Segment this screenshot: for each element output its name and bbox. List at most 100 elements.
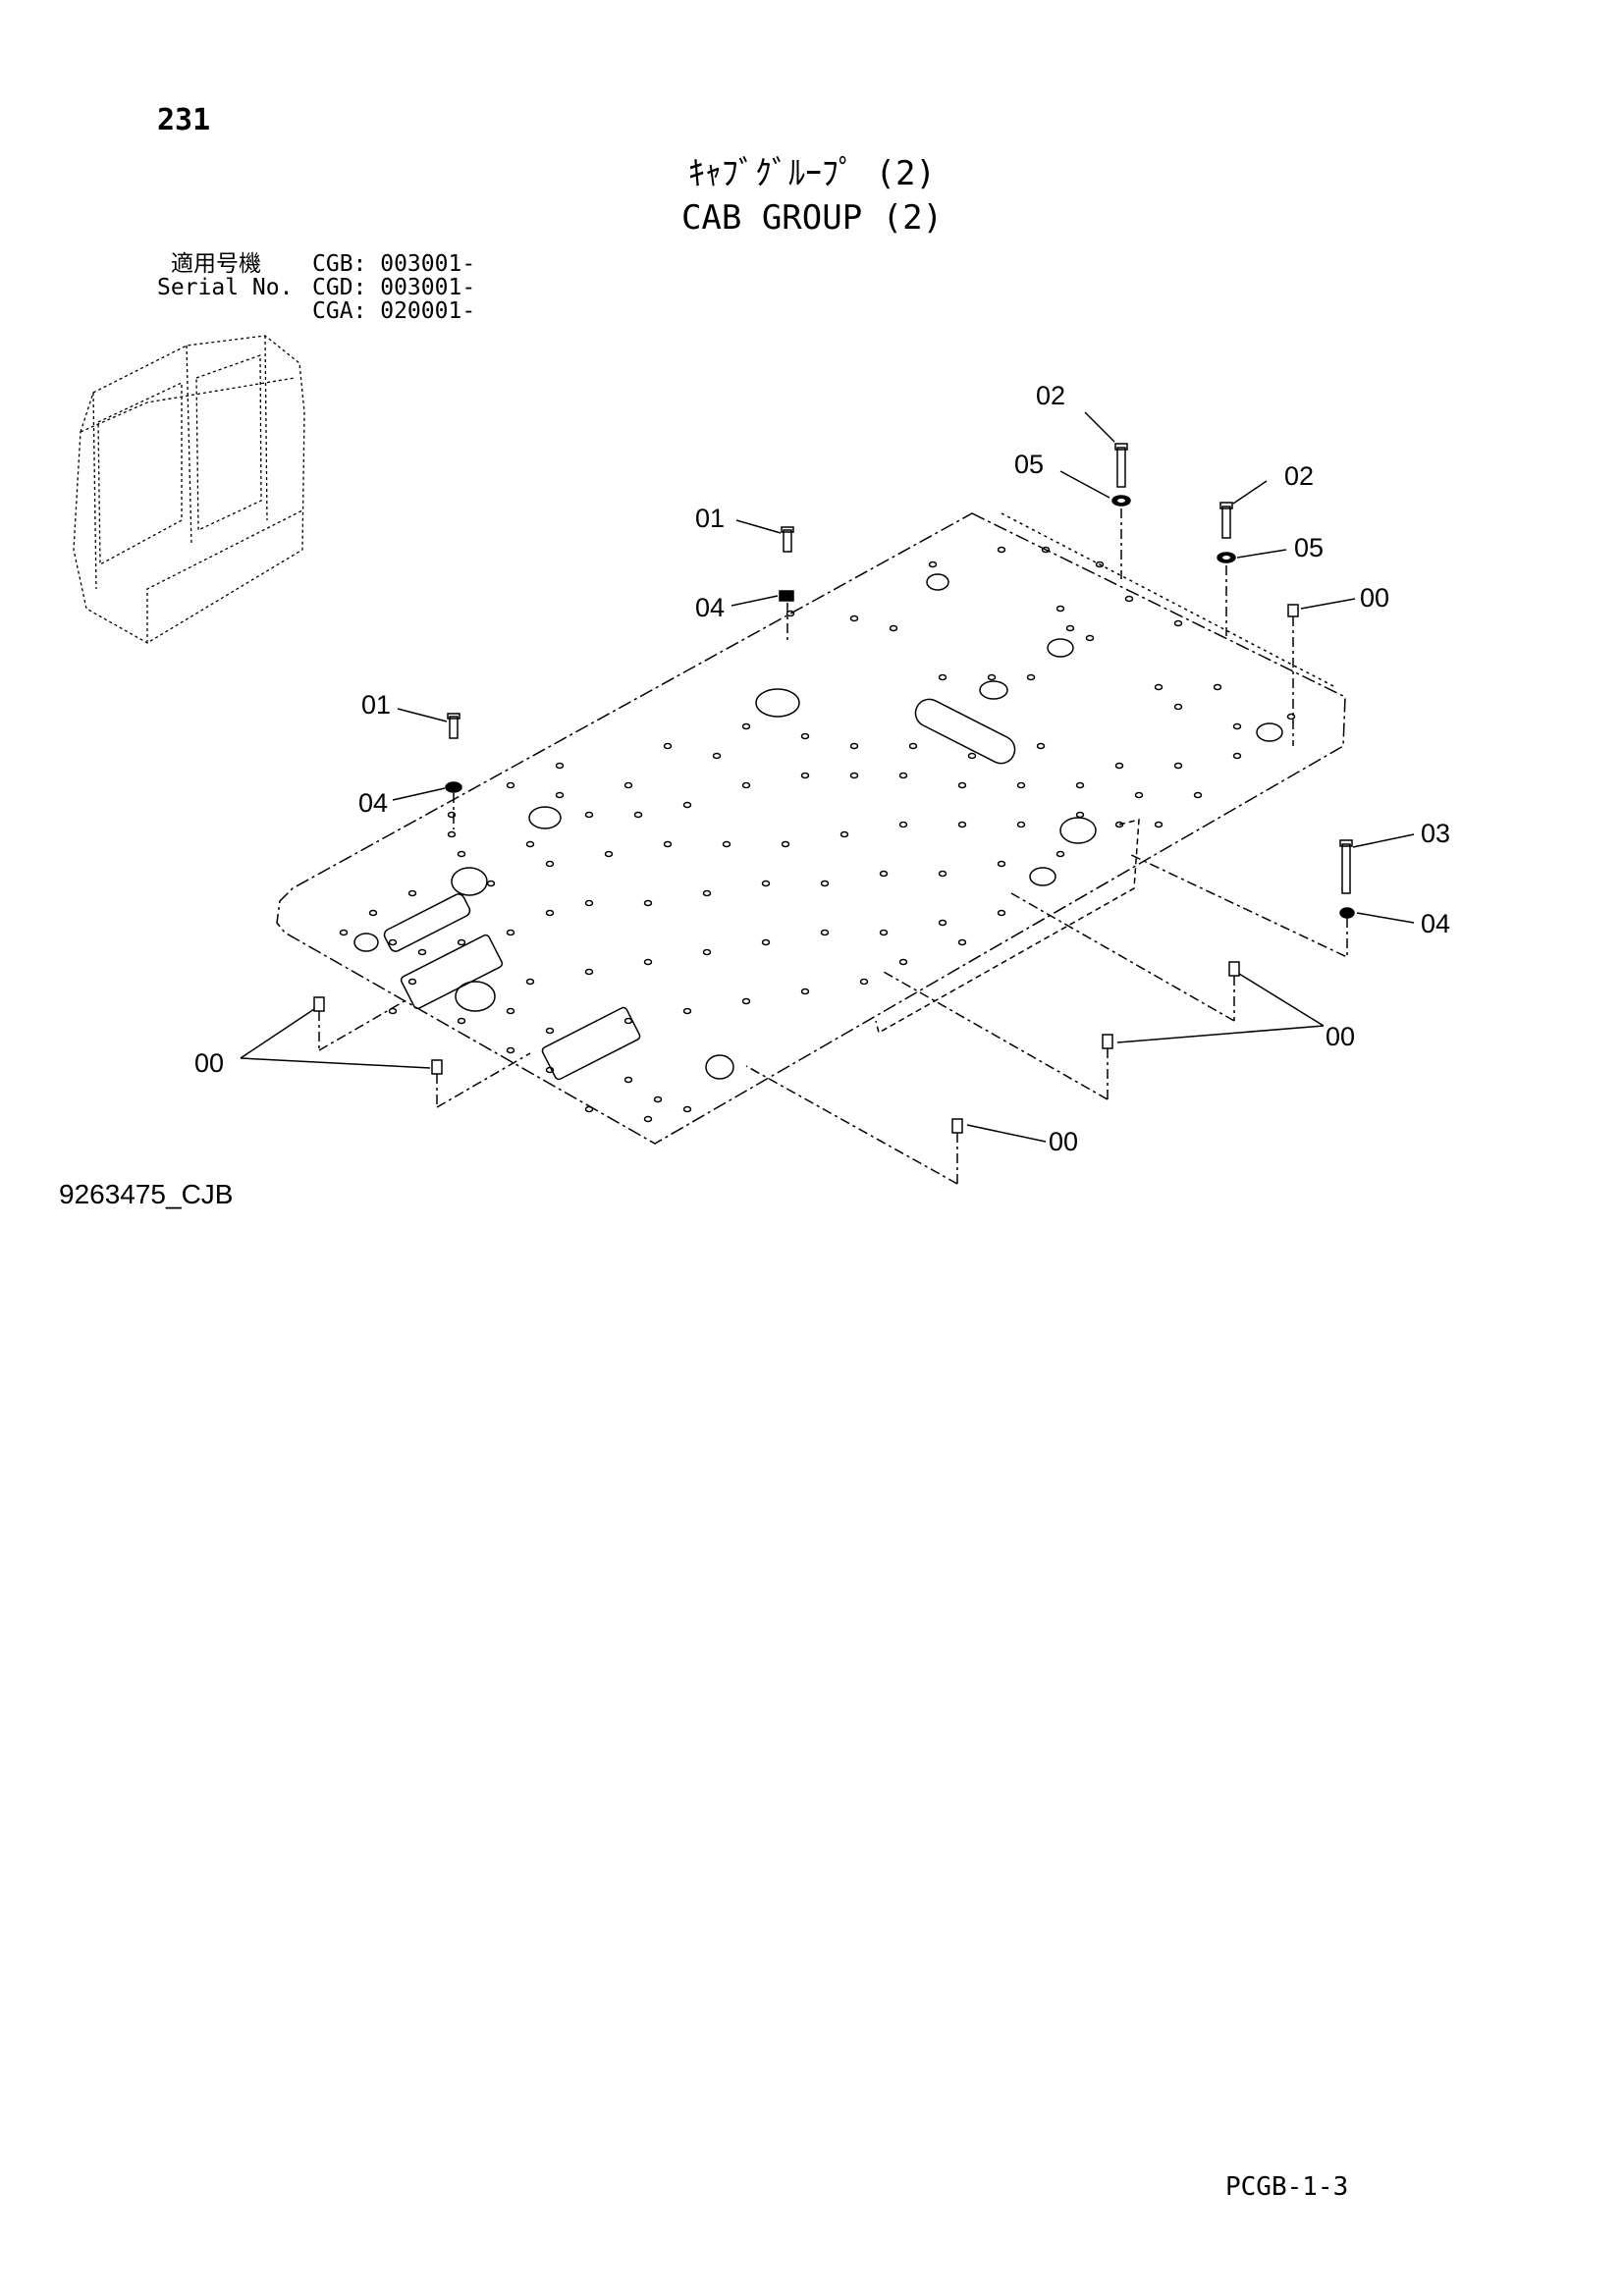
small-hole — [1056, 605, 1065, 613]
small-hole — [584, 1105, 594, 1113]
callout-label: 01 — [695, 504, 725, 533]
bolt-01-a — [783, 529, 792, 553]
small-hole — [555, 762, 565, 770]
callout-label: 04 — [358, 788, 388, 818]
small-hole — [407, 978, 417, 986]
drawing-number: 9263475_CJB — [59, 1179, 234, 1209]
small-hole — [584, 811, 594, 819]
small-hole — [417, 948, 427, 956]
small-hole — [1065, 624, 1075, 632]
small-hole — [879, 870, 889, 878]
small-hole — [663, 742, 673, 750]
serial-entry-cga: CGA: 020001- — [312, 298, 476, 324]
small-hole — [781, 840, 790, 848]
bolt-00-c — [1102, 1034, 1113, 1049]
sheet-code: PCGB-1-3 — [1225, 2172, 1349, 2202]
small-hole — [525, 840, 535, 848]
small-hole — [623, 1017, 633, 1025]
small-hole — [1075, 811, 1085, 819]
small-hole — [1173, 619, 1183, 627]
hardware — [240, 411, 1415, 1185]
small-hole — [859, 978, 869, 986]
small-hole — [987, 673, 997, 681]
small-hole — [1232, 722, 1242, 730]
small-hole — [643, 958, 653, 966]
small-hole — [653, 1095, 663, 1103]
small-hole — [506, 929, 515, 936]
small-hole — [1124, 595, 1134, 603]
small-hole — [663, 840, 673, 848]
small-hole — [702, 948, 712, 956]
small-hole — [741, 781, 751, 789]
small-hole — [702, 889, 712, 897]
bolt-00-b — [1228, 961, 1240, 977]
small-hole — [938, 870, 947, 878]
small-hole — [938, 919, 947, 927]
callout-label: 02 — [1284, 461, 1314, 491]
small-hole — [457, 938, 466, 946]
small-hole — [898, 958, 908, 966]
callout-label: 00 — [1326, 1022, 1355, 1051]
small-hole — [339, 929, 349, 936]
small-hole — [1075, 781, 1085, 789]
small-hole — [889, 624, 898, 632]
small-hole — [1016, 781, 1026, 789]
small-hole — [545, 1066, 555, 1074]
serial-entry-cgd: CGD: 003001- — [312, 275, 476, 300]
small-hole — [447, 811, 457, 819]
small-hole — [447, 830, 457, 838]
small-hole — [368, 909, 378, 917]
small-hole — [1173, 762, 1183, 770]
title-japanese: ｷｬﾌﾞｸﾞﾙｰﾌﾟ (2) — [688, 154, 936, 193]
small-hole — [712, 752, 722, 760]
bolt-03 — [1341, 843, 1351, 894]
small-hole — [388, 938, 398, 946]
small-hole — [908, 742, 918, 750]
small-hole — [967, 752, 977, 760]
callout-label: 02 — [1036, 381, 1065, 410]
callout-label: 03 — [1421, 819, 1450, 848]
title-english: CAB GROUP (2) — [680, 198, 944, 238]
small-hole — [643, 899, 653, 907]
small-hole — [1085, 634, 1095, 642]
bolt-01-b — [449, 716, 459, 739]
small-hole — [849, 614, 859, 622]
small-hole — [1154, 821, 1164, 828]
callout-labels: 02 05 02 05 01 04 00 01 04 03 04 00 00 0… — [194, 381, 1450, 1156]
bolt-00-a — [1287, 604, 1299, 617]
small-hole — [1016, 821, 1026, 828]
small-hole — [879, 929, 889, 936]
bolt-02-b — [1221, 506, 1231, 539]
callout-label: 01 — [361, 690, 391, 720]
small-hole — [457, 1017, 466, 1025]
small-hole — [1095, 561, 1105, 568]
small-hole — [584, 968, 594, 976]
small-hole — [938, 673, 947, 681]
small-hole — [1114, 762, 1124, 770]
small-hole — [1154, 683, 1164, 691]
small-hole — [486, 880, 496, 887]
small-hole — [1114, 821, 1124, 828]
serial-label-english: Serial No. — [157, 275, 294, 300]
bolt-00-d — [951, 1118, 963, 1134]
small-hole — [997, 546, 1006, 554]
small-hole — [997, 909, 1006, 917]
washer-04-c — [1339, 907, 1355, 919]
small-hole — [545, 860, 555, 868]
small-hole — [1026, 673, 1036, 681]
small-hole — [545, 1027, 555, 1035]
serial-label-japanese: 適用号機 — [171, 251, 261, 277]
small-hole — [525, 978, 535, 986]
small-hole — [407, 889, 417, 897]
small-hole — [682, 801, 692, 809]
callout-label: 05 — [1294, 533, 1324, 562]
small-hole — [1213, 683, 1222, 691]
page-number: 231 — [157, 103, 211, 137]
small-hole — [839, 830, 849, 838]
small-hole — [898, 772, 908, 779]
small-hole — [604, 850, 614, 858]
callout-label: 00 — [194, 1048, 224, 1078]
small-hole — [682, 1007, 692, 1015]
washer-04-b — [445, 781, 462, 793]
